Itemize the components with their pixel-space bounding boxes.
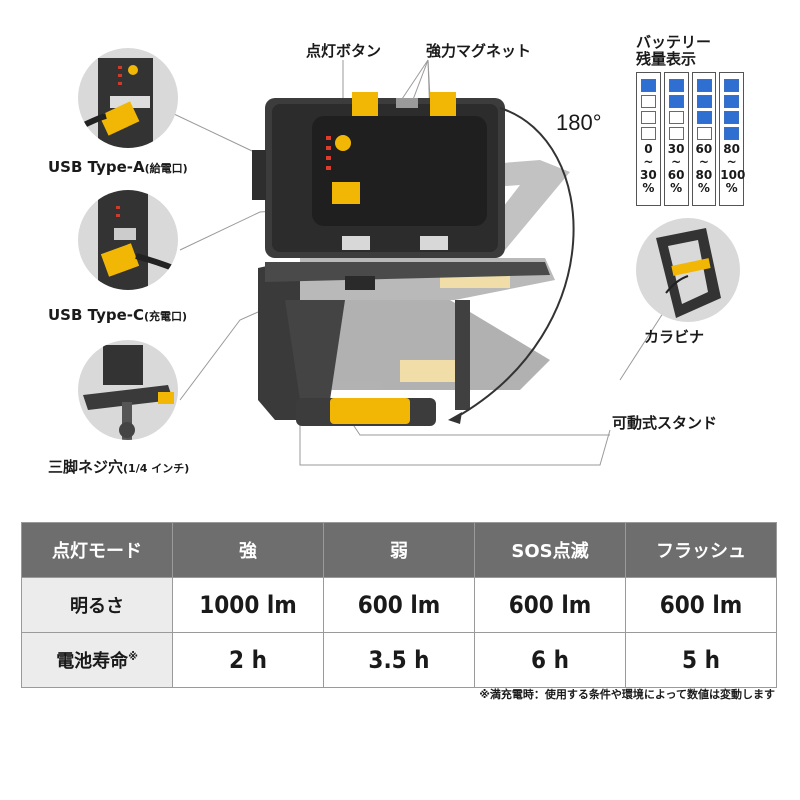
usb-a-note: (給電口) [144, 162, 188, 175]
battery-level-column: 0~30% [636, 72, 661, 206]
battery-range-range-sep: ~ [726, 155, 737, 169]
battery-range-label: 0~30% [637, 143, 660, 195]
work-light-illustration [173, 59, 666, 466]
usb-c-label: USB Type-C(充電口) [48, 306, 187, 324]
battery-level-panel: 0~30%30~60%60~80%80~100% [636, 72, 746, 206]
tripod-name: 三脚ネジ穴 [48, 458, 124, 476]
stand-label: 可動式スタンド [612, 414, 718, 432]
table-header-weak: 弱 [323, 522, 475, 578]
battery-range-label: 30~60% [665, 143, 688, 195]
battery-led-on [724, 79, 740, 92]
table-cell: 600 lm [625, 577, 777, 633]
battery-title-line1: バッテリー [636, 33, 712, 51]
battery-range-range-bottom: 60 [667, 168, 685, 182]
battery-led-on [724, 127, 740, 140]
battery-range-unit: % [642, 181, 655, 195]
battery-range-range-sep: ~ [698, 155, 709, 169]
battery-level-column: 80~100% [719, 72, 746, 206]
tripod-detail-image [78, 340, 178, 440]
table-header-mode: 点灯モード [21, 522, 173, 578]
battery-life-note-mark: ※ [128, 650, 138, 663]
battery-led-off [641, 127, 656, 140]
usb-c-name: USB Type-C [48, 306, 145, 324]
tripod-label: 三脚ネジ穴(1/4 インチ) [48, 456, 189, 477]
battery-level-column: 60~80% [691, 72, 717, 206]
usb-c-note: (充電口) [144, 310, 188, 323]
table-cell: 600 lm [323, 577, 475, 633]
lighting-button-label: 点灯ボタン [306, 42, 382, 60]
battery-led-off [641, 95, 656, 108]
battery-range-range-top: 30 [667, 142, 685, 156]
battery-led-off [668, 127, 684, 140]
battery-range-range-top: 60 [695, 142, 713, 156]
rotation-angle-label: 180° [556, 110, 602, 135]
footnote: ※満充電時：使用する条件や環境によって数値は変動します [479, 688, 775, 701]
battery-indicator-title: バッテリー 残量表示 [636, 34, 711, 68]
battery-range-range-bottom: 80 [695, 168, 713, 182]
battery-led-on [696, 111, 712, 124]
battery-range-range-bottom: 30 [640, 168, 657, 182]
table-cell: 6 h [474, 632, 626, 688]
table-header-strong: 強 [172, 522, 324, 578]
battery-led-on [668, 79, 684, 92]
battery-range-range-sep: ~ [671, 155, 682, 169]
row-label-battery-life: 電池寿命※ [21, 632, 173, 688]
table-row-battery-life: 電池寿命※ 2 h 3.5 h 6 h 5 h [21, 632, 777, 688]
tripod-note: (1/4 インチ) [123, 462, 190, 475]
battery-range-range-top: 0 [644, 142, 653, 156]
carabiner-detail-image [636, 218, 740, 322]
battery-led-on [724, 111, 740, 124]
usb-c-detail-image [78, 190, 178, 290]
battery-led-off [668, 111, 684, 124]
battery-range-unit: % [725, 181, 738, 195]
battery-life-label: 電池寿命 [56, 651, 129, 672]
table-row-brightness: 明るさ 1000 lm 600 lm 600 lm 600 lm [21, 577, 777, 633]
battery-range-unit: % [697, 181, 710, 195]
magnet-label: 強力マグネット [426, 42, 532, 60]
usb-a-name: USB Type-A [48, 158, 145, 176]
table-header-sos: SOS点滅 [474, 522, 626, 578]
table-header-flash: フラッシュ [625, 522, 777, 578]
battery-range-range-sep: ~ [643, 155, 654, 169]
battery-led-on [724, 95, 740, 108]
battery-led-on [696, 95, 712, 108]
battery-range-range-top: 80 [723, 142, 740, 156]
battery-range-unit: % [670, 181, 683, 195]
battery-range-label: 60~80% [693, 143, 716, 195]
table-cell: 1000 lm [172, 577, 324, 633]
table-cell: 600 lm [474, 577, 626, 633]
battery-title-line2: 残量表示 [636, 50, 697, 68]
table-header-row: 点灯モード 強 弱 SOS点滅 フラッシュ [21, 522, 777, 578]
battery-led-on [641, 79, 656, 92]
battery-range-range-bottom: 100 [720, 168, 746, 182]
battery-led-on [696, 79, 712, 92]
battery-led-on [668, 95, 684, 108]
table-cell: 2 h [172, 632, 324, 688]
row-label-brightness: 明るさ [21, 577, 173, 633]
usb-a-detail-image [78, 48, 178, 148]
carabiner-label: カラビナ [644, 328, 705, 346]
lighting-mode-table: 点灯モード 強 弱 SOS点滅 フラッシュ 明るさ 1000 lm 600 lm… [21, 522, 777, 688]
battery-led-off [641, 111, 656, 124]
battery-level-column: 30~60% [663, 72, 689, 206]
table-cell: 5 h [625, 632, 777, 688]
usb-a-label: USB Type-A(給電口) [48, 158, 188, 176]
battery-range-label: 80~100% [720, 142, 746, 195]
battery-led-off [696, 127, 712, 140]
table-cell: 3.5 h [323, 632, 475, 688]
